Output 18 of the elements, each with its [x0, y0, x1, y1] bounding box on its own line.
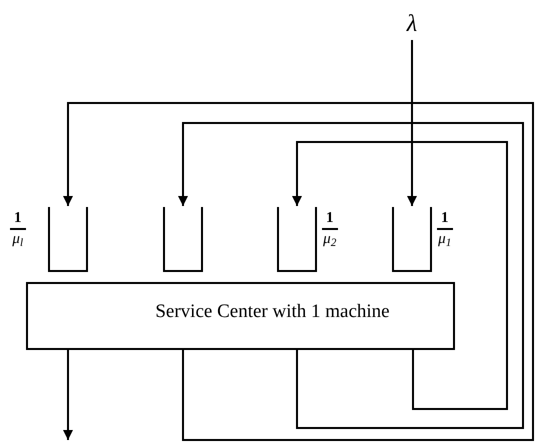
- fraction-numerator: 1: [322, 211, 338, 230]
- arrow: [407, 40, 417, 206]
- queue-buffer: [277, 207, 317, 272]
- fraction-denominator: μ$_{2}$: [323, 230, 336, 247]
- arrow: [63, 350, 73, 440]
- box-label: Service Center with 1 machine: [154, 300, 390, 324]
- arrival-rate-label: λ: [400, 8, 424, 40]
- arrow: [178, 122, 524, 429]
- process-box: [26, 282, 455, 350]
- arrow: [63, 102, 534, 441]
- fraction-numerator: 1: [437, 211, 452, 230]
- fraction-denominator: μ$_{l}$: [12, 230, 24, 247]
- fraction-numerator: 1: [10, 211, 26, 230]
- arrow: [292, 141, 508, 410]
- fraction-denominator: μ$_{1}$: [438, 230, 452, 247]
- queue-buffer: [392, 207, 432, 272]
- queue-buffer: [163, 207, 203, 272]
- queue-buffer: [48, 207, 88, 272]
